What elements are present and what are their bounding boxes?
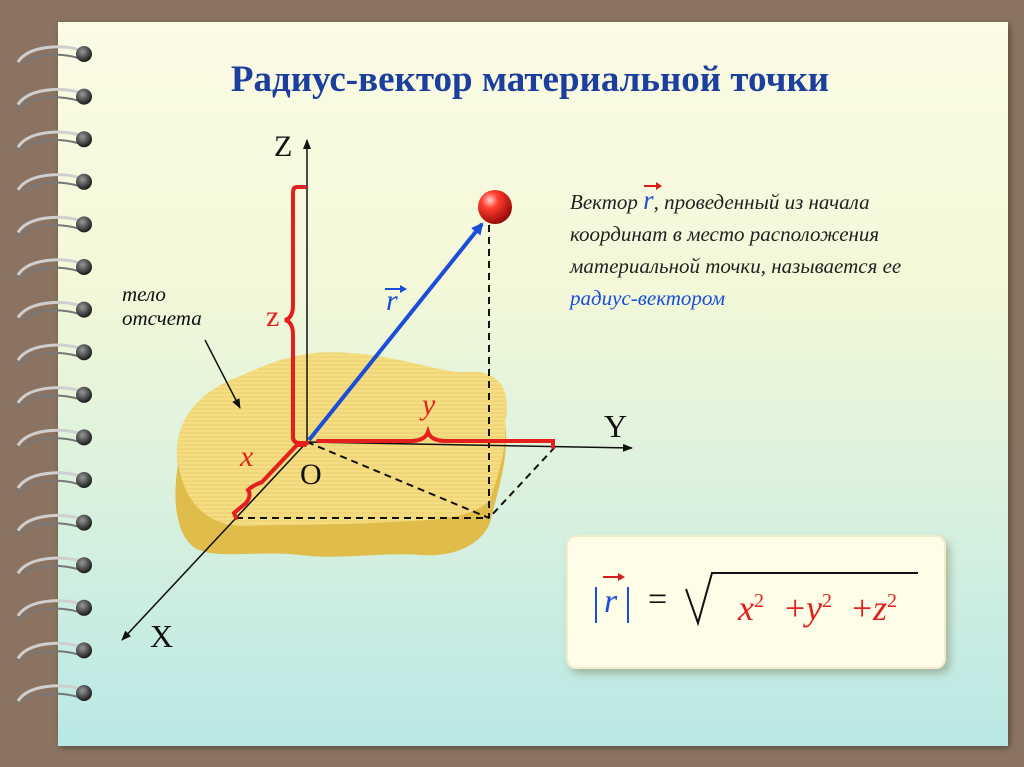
spiral-ring-shadow <box>17 522 79 536</box>
spiral-binding-ring-icon <box>76 216 92 233</box>
x-component-label: x <box>240 440 254 473</box>
spiral-ring-shadow <box>17 479 79 493</box>
spiral-ring-wire <box>16 343 81 362</box>
spiral-binding-ring-icon <box>76 685 92 701</box>
spiral-ring-wire <box>16 173 81 191</box>
reference-body <box>175 352 507 557</box>
spiral-ring-shadow <box>17 351 79 365</box>
formula-box: r = x2 + y2 + z2 <box>566 535 946 669</box>
spiral-ring-wire <box>16 471 81 489</box>
radius-vector <box>307 222 484 442</box>
spiral-ring-wire <box>16 684 81 702</box>
spiral-ring-shadow <box>17 692 79 706</box>
vector-r-symbol: r <box>386 284 398 317</box>
spiral-ring-shadow <box>17 564 79 578</box>
z-axis-label: Z <box>274 130 293 163</box>
spiral-ring-wire <box>16 258 81 276</box>
body-label-pointer <box>204 339 241 409</box>
x-axis-label: X <box>150 618 174 654</box>
component-braces <box>231 185 555 520</box>
formula-plus-2: + <box>852 588 873 628</box>
spiral-binding-ring-icon <box>76 429 92 446</box>
vector-r-label: r <box>385 284 407 318</box>
spiral-binding-ring-icon <box>76 642 92 659</box>
formula-z-term: z2 <box>873 588 898 628</box>
spiral-ring-shadow <box>17 96 79 110</box>
spiral-ring-wire <box>16 513 81 532</box>
spiral-binding-ring-icon <box>76 472 92 488</box>
spiral-binding-ring-icon <box>76 514 92 531</box>
formula-plus-1: + <box>785 588 806 628</box>
spiral-ring-wire <box>16 556 81 575</box>
spiral-ring-shadow <box>17 224 79 238</box>
spiral-binding-ring-icon <box>76 344 92 361</box>
material-point-icon <box>478 190 512 224</box>
spiral-ring-shadow <box>17 650 79 664</box>
spiral-binding-ring-icon <box>76 46 92 62</box>
description-text-start: Вектор <box>570 190 644 214</box>
x-axis <box>121 441 308 641</box>
reference-body-label: тело отсчета <box>122 282 202 330</box>
z-component-label: z <box>266 300 280 333</box>
spiral-binding-ring-icon <box>76 88 92 105</box>
y-component-label: y <box>422 388 436 421</box>
spiral-ring-wire <box>16 599 81 617</box>
description-vector-symbol: r <box>643 185 654 215</box>
spiral-binding <box>16 45 92 706</box>
spiral-binding-ring-icon <box>76 259 92 275</box>
spiral-ring-shadow <box>17 266 79 280</box>
formula-x-term: x2 <box>738 588 764 628</box>
spiral-ring-wire <box>16 386 81 404</box>
spiral-ring-shadow <box>17 309 79 323</box>
spiral-ring-wire <box>16 215 81 234</box>
formula-y-term: y2 <box>806 588 832 628</box>
spiral-binding-ring-icon <box>76 131 92 148</box>
spiral-binding-ring-icon <box>76 386 92 403</box>
description-term: радиус-вектором <box>570 286 726 310</box>
vector-arrow-icon <box>385 285 407 293</box>
description-text-middle: , проведенный из начала координат в мест… <box>570 190 902 278</box>
spiral-binding-ring-icon <box>76 557 92 574</box>
spiral-binding-ring-icon <box>76 301 92 318</box>
projection-lines <box>236 225 556 519</box>
origin-label: O <box>300 458 322 491</box>
spiral-ring-shadow <box>17 437 79 451</box>
spiral-ring-shadow <box>17 607 79 621</box>
spiral-ring-shadow <box>17 53 79 67</box>
spiral-binding-ring-icon <box>76 173 92 190</box>
spiral-ring-wire <box>16 45 81 63</box>
spiral-ring-wire <box>16 300 81 319</box>
spiral-ring-wire <box>16 641 81 660</box>
slide-title: Радиус-вектор материальной точки <box>230 59 830 100</box>
formula-lhs-r: r <box>604 583 618 620</box>
spiral-ring-wire <box>16 428 81 447</box>
spiral-ring-wire <box>16 87 81 106</box>
spiral-binding-ring-icon <box>76 599 92 616</box>
y-axis-label: Y <box>604 408 628 444</box>
spiral-ring-wire <box>16 130 81 149</box>
spiral-ring-shadow <box>17 181 79 195</box>
formula-graphics <box>595 572 918 627</box>
vector-description: Вектор r, проведенный из начала координа… <box>570 184 970 314</box>
spiral-ring-shadow <box>17 138 79 152</box>
spiral-ring-shadow <box>17 394 79 408</box>
formula-equals: = <box>648 581 668 618</box>
